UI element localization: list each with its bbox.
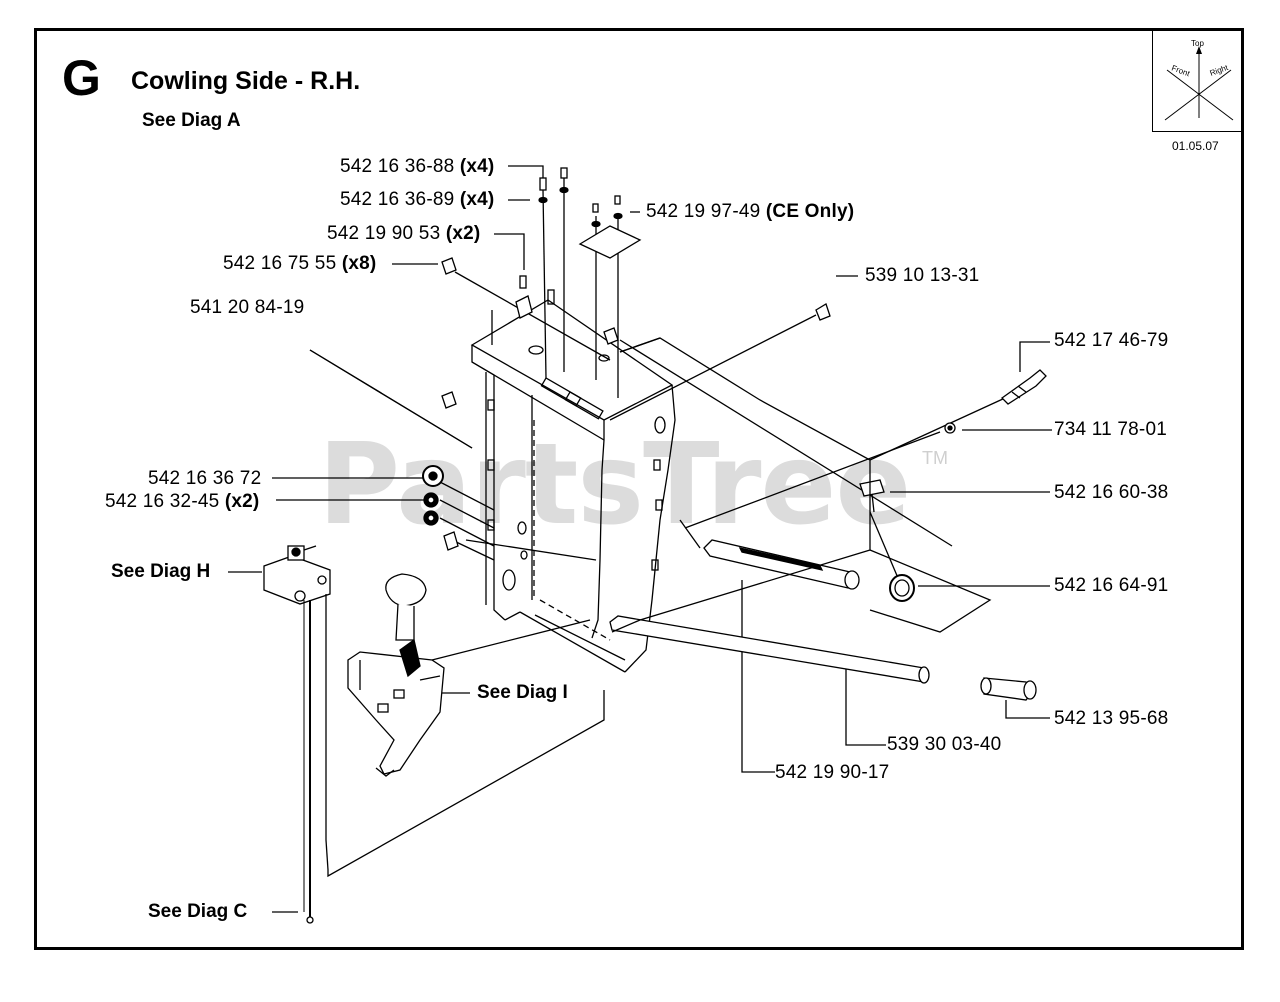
nut-icon: [815, 303, 831, 321]
shift-lever-assembly: [347, 573, 445, 777]
orientation-axes-icon: Top Front Right: [1164, 39, 1234, 121]
page-title: Cowling Side - R.H.: [131, 67, 361, 95]
part-label-542-19-90-17[interactable]: 542 19 90-17: [775, 762, 890, 783]
part-label-542-16-32-45[interactable]: 542 16 32-45 (x2): [105, 491, 260, 512]
part-label-542-13-95-68[interactable]: 542 13 95-68: [1054, 708, 1169, 729]
watermark-tm: TM: [922, 448, 948, 468]
part-label-542-16-75-55[interactable]: 542 16 75 55 (x8): [223, 253, 377, 274]
ref-see-diag-h[interactable]: See Diag H: [111, 561, 211, 582]
part-label-542-16-60-38[interactable]: 542 16 60-38: [1054, 482, 1169, 503]
ref-see-diag-i[interactable]: See Diag I: [477, 682, 568, 703]
part-label-541-20-84-19[interactable]: 541 20 84-19: [190, 297, 305, 318]
part-label-734-11-78-01[interactable]: 734 11 78-01: [1054, 419, 1167, 440]
ce-plate: [578, 225, 642, 259]
part-label-539-10-13-31[interactable]: 539 10 13-31: [865, 265, 980, 286]
diagram-frame: [34, 28, 1244, 950]
part-label-542-16-36-88[interactable]: 542 16 36-88 (x4): [340, 156, 495, 177]
part-label-542-17-46-79[interactable]: 542 17 46-79: [1054, 330, 1169, 351]
orientation-box: Top Front Right: [1152, 30, 1244, 132]
screws-and-brackets: [441, 167, 831, 409]
part-label-539-30-03-40[interactable]: 539 30 03-40: [887, 734, 1002, 755]
part-label-542-16-36-72[interactable]: 542 16 36 72: [148, 468, 262, 489]
watermark: PartsTree: [318, 420, 911, 550]
part-label-542-19-90-53[interactable]: 542 19 90 53 (x2): [327, 223, 481, 244]
diagram-date: 01.05.07: [1172, 139, 1219, 153]
cable-bracket-assembly: [263, 545, 331, 924]
part-label-542-19-97-49[interactable]: 542 19 97-49 (CE Only): [646, 201, 855, 222]
rods-and-handles: [609, 337, 1047, 701]
orient-top: Top: [1191, 39, 1204, 48]
screw-icon: [560, 167, 568, 179]
section-letter: G: [62, 50, 101, 106]
part-label-542-16-36-89[interactable]: 542 16 36-89 (x4): [340, 189, 495, 210]
part-label-542-16-64-91[interactable]: 542 16 64-91: [1054, 575, 1169, 596]
clip-nut-icon: [441, 257, 457, 275]
ref-see-diag-a[interactable]: See Diag A: [142, 110, 241, 131]
washers-left: [422, 465, 459, 551]
screw-icon: [539, 177, 547, 191]
cowling-panel: [470, 299, 676, 673]
leader-lines: [228, 165, 1052, 913]
ref-see-diag-c[interactable]: See Diag C: [148, 901, 248, 922]
